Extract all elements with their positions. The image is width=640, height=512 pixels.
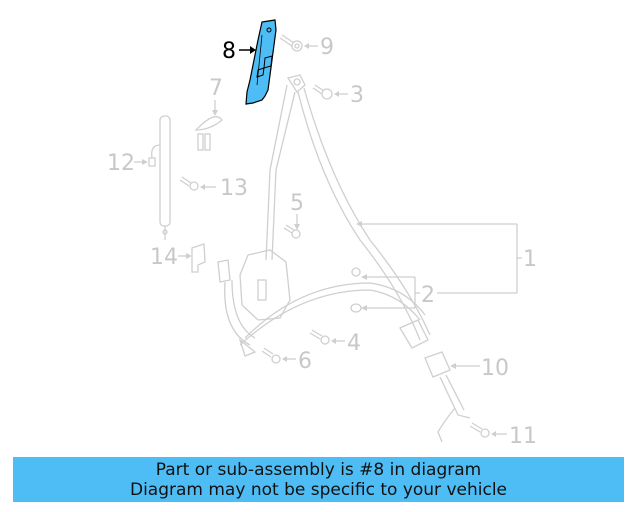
part-10-buckle [399, 319, 471, 443]
bolt-5-icon [283, 224, 301, 239]
bolt-13-icon [179, 176, 199, 191]
callout-7[interactable]: 7 [209, 76, 223, 101]
banner-line-1: Part or sub-assembly is #8 in diagram [155, 459, 482, 480]
callout-11[interactable]: 11 [509, 424, 537, 449]
callout-3[interactable]: 3 [350, 83, 364, 108]
bolt-3-icon [312, 84, 333, 100]
info-banner: Part or sub-assembly is #8 in diagram Di… [13, 457, 624, 502]
callout-8[interactable]: 8 [222, 39, 236, 64]
callout-12[interactable]: 12 [107, 151, 135, 176]
part-7-clip [194, 116, 223, 151]
bolt-4-icon [309, 329, 330, 345]
callout-14[interactable]: 14 [150, 245, 178, 270]
bolt-9-icon [279, 34, 303, 52]
bolt-6-icon [261, 347, 281, 364]
callout-10[interactable]: 10 [481, 356, 509, 381]
retractor [217, 249, 291, 346]
callout-6[interactable]: 6 [298, 349, 312, 374]
part-8-bracket[interactable] [245, 19, 277, 105]
callout-13[interactable]: 13 [220, 176, 248, 201]
callout-1[interactable]: 1 [523, 247, 537, 272]
callout-9[interactable]: 9 [320, 35, 334, 60]
part-12-pretensioner [148, 115, 171, 240]
bolt-11-icon [469, 422, 490, 438]
callout-4[interactable]: 4 [347, 331, 361, 356]
lap-belt [238, 282, 426, 357]
banner-line-2: Diagram may not be specific to your vehi… [129, 479, 507, 500]
callout-2[interactable]: 2 [421, 283, 435, 308]
callout-5[interactable]: 5 [290, 191, 304, 216]
